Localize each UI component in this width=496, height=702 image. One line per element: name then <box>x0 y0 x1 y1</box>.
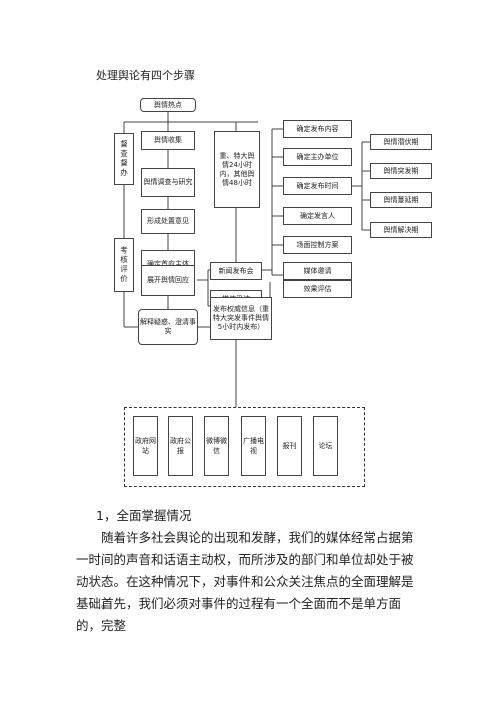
channels-group <box>124 407 365 487</box>
box-collect: 舆情收集 <box>141 131 195 150</box>
box-press-conference: 新闻发布会 <box>210 262 262 280</box>
channel-box: 论坛 <box>313 416 338 476</box>
step-box: 媒体邀请 <box>283 262 352 280</box>
box-public-opinion-hotspot: 舆情热点 <box>140 98 196 112</box>
phase-box: 舆情突发期 <box>370 163 432 179</box>
box-supervise: 督查督办 <box>114 133 134 185</box>
phase-box: 舆情解决期 <box>370 222 432 238</box>
step-box: 确定主办单位 <box>283 148 352 166</box>
box-plan: 形成处置意见 <box>141 209 195 234</box>
channel-box: 广播电视 <box>241 416 266 476</box>
step-box: 确定发布时间 <box>283 177 352 195</box>
section-title: 1，全面掌握情况 <box>96 508 192 523</box>
box-assess: 考核评价 <box>114 238 134 292</box>
box-investigate: 舆情调查与研究 <box>141 168 195 197</box>
channel-box: 报刊 <box>277 416 302 476</box>
channel-box: 政府网站 <box>133 416 158 476</box>
step-box: 效果评估 <box>283 280 352 298</box>
step-box: 确定发言人 <box>283 207 352 225</box>
step-box: 场面控制方案 <box>283 236 352 254</box>
page-heading: 处理舆论有四个步骤 <box>96 69 195 82</box>
box-clarify: 解释疑惑、澄清事实 <box>138 309 198 345</box>
paragraph-2: 首先，我们必须对事件的过程有一个全面而不是单方面的，完整 <box>76 596 402 633</box>
box-publish-info: 发布权威信息（重特大突发事件舆情5小时内发布） <box>210 297 272 340</box>
phase-box: 舆情蔓延期 <box>370 192 432 208</box>
channel-box: 政府公报 <box>168 416 193 476</box>
phase-box: 舆情潜伏期 <box>370 134 432 150</box>
paragraph-1: 随着许多社会舆论的出现和发酵，我们的媒体经常占据第一时间的声音和话语主动权，而所… <box>76 530 414 611</box>
box-respond: 展开舆情回应 <box>141 265 195 296</box>
channel-box: 微博微信 <box>204 416 229 476</box>
step-box: 确定发布内容 <box>283 120 352 138</box>
box-major-timing: 重、特大舆情24小时内，其他舆情48小时 <box>214 131 260 208</box>
